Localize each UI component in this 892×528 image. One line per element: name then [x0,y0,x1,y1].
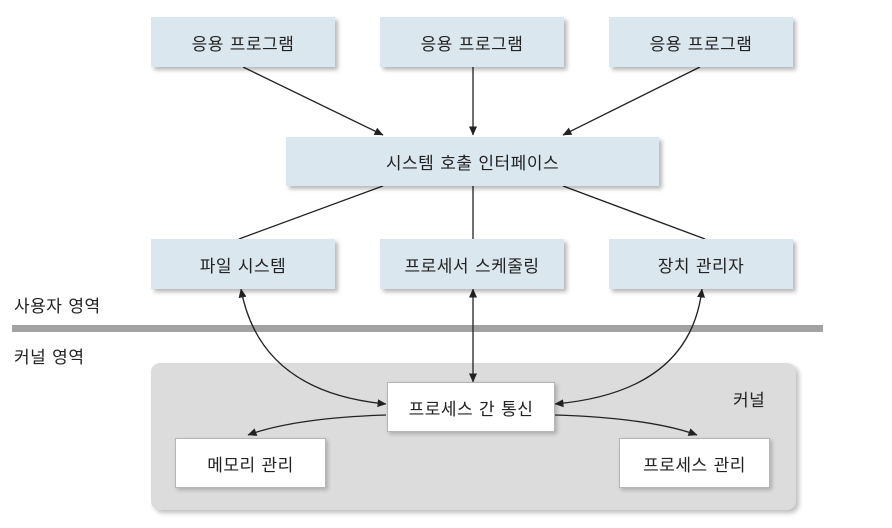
process-management-label: 프로세스 관리 [643,455,746,476]
syscall-interface-box: 시스템 호출 인터페이스 [286,137,659,186]
scheduler-label: 프로세서 스케줄링 [404,256,540,277]
application-box-1: 응용 프로그램 [151,17,335,67]
kernel-label: 커널 [733,391,766,411]
kernel-region-label: 커널 영역 [14,348,85,368]
memory-management-box: 메모리 관리 [175,438,326,488]
arrow-ipc-process [554,414,698,436]
device-manager-label: 장치 관리자 [657,256,745,277]
region-divider [12,325,823,332]
arrow-app1-syscall [242,66,384,136]
application-label: 응용 프로그램 [191,34,295,55]
arrow-app3-syscall [562,66,701,136]
user-region-label: 사용자 영역 [14,297,101,317]
arrow-filesystem-ipc [238,288,387,408]
line-syscall-device [562,185,706,240]
syscall-interface-label: 시스템 호출 인터페이스 [385,154,560,174]
filesystem-label: 파일 시스템 [199,256,287,277]
application-label: 응용 프로그램 [420,34,524,55]
device-manager-box: 장치 관리자 [609,239,793,289]
arrow-ipc-memory [247,414,387,436]
line-syscall-filesystem [238,185,384,240]
memory-management-label: 메모리 관리 [207,455,294,476]
arrow-device-ipc [554,288,705,408]
process-management-box: 프로세스 관리 [619,438,770,488]
application-label: 응용 프로그램 [649,34,753,55]
ipc-label: 프로세스 간 통신 [408,399,534,420]
filesystem-box: 파일 시스템 [151,239,335,289]
scheduler-box: 프로세서 스케줄링 [380,239,564,289]
ipc-box: 프로세스 간 통신 [387,382,555,432]
application-box-3: 응용 프로그램 [609,17,793,67]
application-box-2: 응용 프로그램 [380,17,564,67]
